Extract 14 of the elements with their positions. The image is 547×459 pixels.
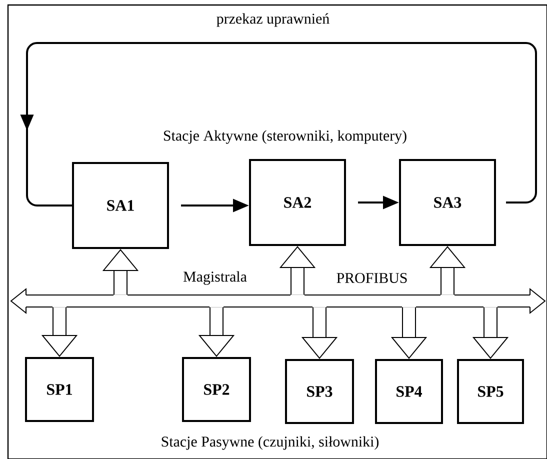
station-box: SP4	[375, 359, 443, 424]
label: PROFIBUS	[336, 272, 407, 283]
edge-label: przekaz uprawnień	[215, 12, 331, 28]
station-box: SP2	[182, 357, 251, 422]
station-box: SP3	[285, 359, 354, 424]
bus-bar	[10, 288, 546, 314]
station-box: SA3	[399, 159, 496, 246]
label: Magistrala	[184, 271, 247, 285]
label: Stacje Aktywne (sterowniki, komputery)	[164, 130, 406, 144]
label: Stacje Pasywne (czujniki, siłowniki)	[162, 436, 379, 450]
station-box: SA2	[249, 159, 346, 246]
station-box: SA1	[72, 162, 169, 249]
station-box: SP5	[457, 359, 524, 424]
station-box: SP1	[25, 357, 94, 422]
